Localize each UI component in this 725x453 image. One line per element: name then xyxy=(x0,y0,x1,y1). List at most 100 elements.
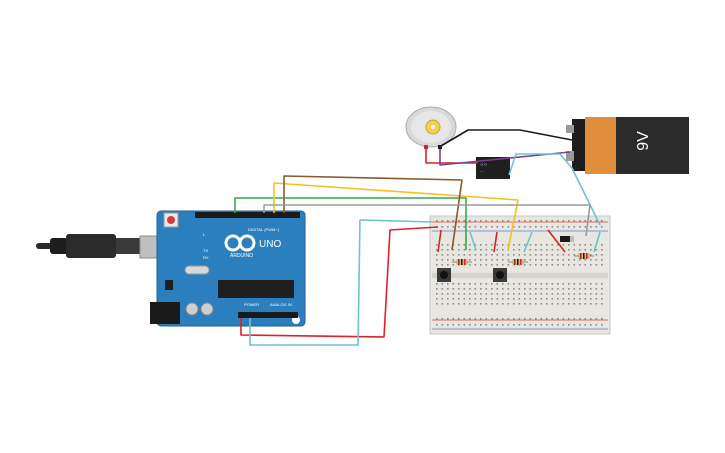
breadboard-hole[interactable] xyxy=(485,220,488,222)
breadboard-hole[interactable] xyxy=(595,318,598,320)
breadboard-hole[interactable] xyxy=(518,324,521,326)
jumper-red-3[interactable] xyxy=(547,229,566,253)
breadboard-hole[interactable] xyxy=(540,324,543,326)
breadboard-hole[interactable] xyxy=(441,298,444,300)
breadboard-hole[interactable] xyxy=(546,318,548,320)
breadboard-hole[interactable] xyxy=(601,293,603,295)
breadboard-hole[interactable] xyxy=(502,220,504,222)
breadboard-hole[interactable] xyxy=(469,244,471,246)
breadboard[interactable] xyxy=(429,215,611,335)
breadboard-hole[interactable] xyxy=(436,293,438,295)
breadboard-hole[interactable] xyxy=(507,264,510,266)
breadboard-hole[interactable] xyxy=(595,288,598,290)
breadboard-hole[interactable] xyxy=(551,254,554,256)
wire-relay-cyan[interactable] xyxy=(508,153,601,226)
wire-brown[interactable] xyxy=(283,175,463,251)
dc-motor[interactable] xyxy=(405,106,457,149)
breadboard-hole[interactable] xyxy=(518,226,521,228)
breadboard-hole[interactable] xyxy=(502,244,504,246)
breadboard-hole[interactable] xyxy=(491,293,493,295)
breadboard-hole[interactable] xyxy=(458,293,460,295)
breadboard-hole[interactable] xyxy=(513,249,515,251)
breadboard-hole[interactable] xyxy=(562,288,565,290)
breadboard-hole[interactable] xyxy=(562,254,565,256)
wires[interactable] xyxy=(234,129,601,346)
breadboard-hole[interactable] xyxy=(436,298,438,300)
breadboard-hole[interactable] xyxy=(507,324,510,326)
breadboard-hole[interactable] xyxy=(579,283,581,285)
breadboard-hole[interactable] xyxy=(540,254,543,256)
breadboard-hole[interactable] xyxy=(590,264,592,266)
breadboard-hole[interactable] xyxy=(557,259,559,261)
breadboard-hole[interactable] xyxy=(562,283,565,285)
breadboard-hole[interactable] xyxy=(524,264,526,266)
breadboard-hole[interactable] xyxy=(474,264,477,266)
breadboard-hole[interactable] xyxy=(590,249,592,251)
breadboard-hole[interactable] xyxy=(568,303,570,305)
breadboard-hole[interactable] xyxy=(562,259,565,261)
breadboard-hole[interactable] xyxy=(529,249,532,251)
breadboard-hole[interactable] xyxy=(447,244,449,246)
breadboard-hole[interactable] xyxy=(502,249,504,251)
breadboard-hole[interactable] xyxy=(491,249,493,251)
breadboard-hole[interactable] xyxy=(557,288,559,290)
breadboard-hole[interactable] xyxy=(601,283,603,285)
digital-header[interactable] xyxy=(195,212,300,218)
breadboard-hole[interactable] xyxy=(502,259,504,261)
breadboard-hole[interactable] xyxy=(546,254,548,256)
breadboard-hole[interactable] xyxy=(469,264,471,266)
breadboard-hole[interactable] xyxy=(601,288,603,290)
breadboard-hole[interactable] xyxy=(568,264,570,266)
breadboard-hole[interactable] xyxy=(507,259,510,261)
breadboard-hole[interactable] xyxy=(524,254,526,256)
breadboard-hole[interactable] xyxy=(557,226,559,228)
breadboard-hole[interactable] xyxy=(458,254,460,256)
breadboard-hole[interactable] xyxy=(513,293,515,295)
breadboard-hole[interactable] xyxy=(452,303,455,305)
breadboard-hole[interactable] xyxy=(513,254,515,256)
breadboard-hole[interactable] xyxy=(590,303,592,305)
breadboard-hole[interactable] xyxy=(595,293,598,295)
breadboard-hole[interactable] xyxy=(502,324,504,326)
breadboard-hole[interactable] xyxy=(496,259,499,261)
breadboard-hole[interactable] xyxy=(540,283,543,285)
breadboard-hole[interactable] xyxy=(557,303,559,305)
pushbutton-1[interactable] xyxy=(437,268,451,282)
breadboard-hole[interactable] xyxy=(546,220,548,222)
breadboard-hole[interactable] xyxy=(436,264,438,266)
breadboard-hole[interactable] xyxy=(546,324,548,326)
breadboard-hole[interactable] xyxy=(595,303,598,305)
breadboard-hole[interactable] xyxy=(491,288,493,290)
battery-9v[interactable]: 9V xyxy=(566,117,689,174)
breadboard-hole[interactable] xyxy=(441,293,444,295)
breadboard-hole[interactable] xyxy=(485,318,488,320)
breadboard-hole[interactable] xyxy=(568,220,570,222)
breadboard-hole[interactable] xyxy=(551,303,554,305)
breadboard-hole[interactable] xyxy=(551,244,554,246)
breadboard-hole[interactable] xyxy=(557,220,559,222)
breadboard-hole[interactable] xyxy=(535,220,537,222)
breadboard-hole[interactable] xyxy=(502,293,504,295)
breadboard-hole[interactable] xyxy=(579,324,581,326)
breadboard-hole[interactable] xyxy=(485,298,488,300)
breadboard-hole[interactable] xyxy=(551,220,554,222)
breadboard-hole[interactable] xyxy=(535,259,537,261)
breadboard-hole[interactable] xyxy=(557,283,559,285)
breadboard-hole[interactable] xyxy=(507,318,510,320)
breadboard-hole[interactable] xyxy=(535,244,537,246)
breadboard-hole[interactable] xyxy=(590,288,592,290)
breadboard-hole[interactable] xyxy=(524,220,526,222)
breadboard-hole[interactable] xyxy=(529,318,532,320)
breadboard-hole[interactable] xyxy=(551,324,554,326)
breadboard-hole[interactable] xyxy=(458,318,460,320)
breadboard-hole[interactable] xyxy=(595,254,598,256)
jumper-cyan-3[interactable] xyxy=(593,231,601,253)
breadboard-hole[interactable] xyxy=(463,318,466,320)
breadboard-hole[interactable] xyxy=(579,288,581,290)
breadboard-hole[interactable] xyxy=(513,318,515,320)
breadboard-hole[interactable] xyxy=(546,249,548,251)
breadboard-hole[interactable] xyxy=(540,220,543,222)
pushbutton-2[interactable] xyxy=(493,268,507,282)
breadboard-hole[interactable] xyxy=(518,318,521,320)
breadboard-hole[interactable] xyxy=(469,288,471,290)
